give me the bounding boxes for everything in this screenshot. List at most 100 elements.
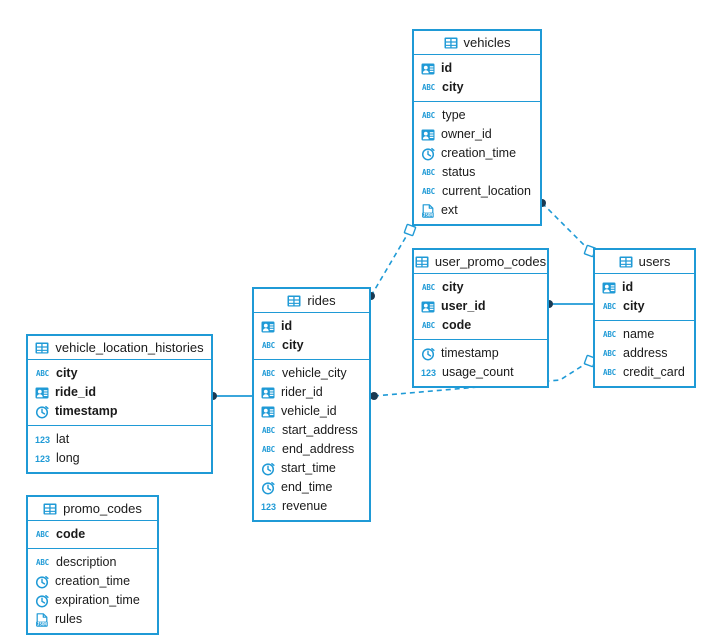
clock-icon [261,481,275,495]
field-name: city [442,280,464,295]
field-name: end_address [282,442,355,457]
table-title: vehicles [463,35,511,50]
table-header[interactable]: users [595,250,694,274]
clock-icon [35,575,49,589]
field-name: id [441,61,453,76]
number-icon: 123 [35,434,51,445]
abc-icon: ABC [422,82,435,92]
abc-icon: ABC [603,367,616,377]
field-row[interactable]: end_time [254,478,369,497]
field-row[interactable]: JSON ext [414,201,540,220]
field-row[interactable]: creation_time [28,572,157,591]
table-header[interactable]: rides [254,289,369,313]
field-name: city [623,299,645,314]
table-header[interactable]: user_promo_codes [414,250,547,274]
table-header[interactable]: vehicle_location_histories [28,336,211,360]
abc-icon: ABC [422,167,435,177]
field-name: lat [56,432,70,447]
field-name: revenue [282,499,328,514]
field-row[interactable]: expiration_time [28,591,157,610]
clock-icon [35,594,49,608]
relationship-line [541,202,591,252]
field-name: user_id [441,299,486,314]
field-row[interactable]: id [254,317,369,336]
relationship-vehicles-rides[interactable] [367,223,417,300]
field-name: credit_card [623,365,685,380]
field-row[interactable]: creation_time [414,144,540,163]
abc-icon: ABC [422,110,435,120]
field-row[interactable]: ABC credit_card [595,363,694,382]
field-name: ext [441,203,458,218]
field-row[interactable]: timestamp [414,344,547,363]
field-name: start_time [281,461,336,476]
relationship-user_promo_codes-users[interactable] [545,300,593,308]
field-name: usage_count [442,365,514,380]
field-name: code [56,527,86,542]
svg-text:JSON: JSON [37,621,48,626]
table-header[interactable]: vehicles [414,31,540,55]
field-row[interactable]: owner_id [414,125,540,144]
field-row[interactable]: user_id [414,297,547,316]
field-name: timestamp [441,346,499,361]
field-name: vehicle_city [282,366,347,381]
relationship-vehicle_location_histories-rides[interactable] [209,392,252,400]
number-icon: 123 [35,453,51,464]
field-name: code [442,318,472,333]
field-name: creation_time [55,574,131,589]
table-title: users [638,254,671,269]
number-icon: 123 [421,367,437,378]
table-title: promo_codes [63,501,142,516]
field-row[interactable]: rider_id [254,383,369,402]
json-icon: JSON [35,612,49,627]
field-row[interactable]: 123 usage_count [414,363,547,382]
field-row[interactable]: 123 lat [28,430,211,449]
clock-icon [35,405,49,419]
field-row[interactable]: id [414,59,540,78]
field-row[interactable]: ride_id [28,383,211,402]
json-icon: JSON [421,203,435,218]
table-title: rides [307,293,336,308]
field-row[interactable]: timestamp [28,402,211,421]
relationship-endpoint-dot [370,392,378,400]
field-name: address [623,346,668,361]
abc-icon: ABC [36,529,49,539]
table-header[interactable]: promo_codes [28,497,157,521]
table-icon [444,36,458,50]
field-row[interactable]: vehicle_id [254,402,369,421]
field-row[interactable]: id [595,278,694,297]
field-row[interactable]: ABC code [28,525,157,544]
table-icon [415,255,429,269]
field-row[interactable]: start_time [254,459,369,478]
key-id-icon [421,62,435,76]
svg-text:JSON: JSON [423,212,434,217]
